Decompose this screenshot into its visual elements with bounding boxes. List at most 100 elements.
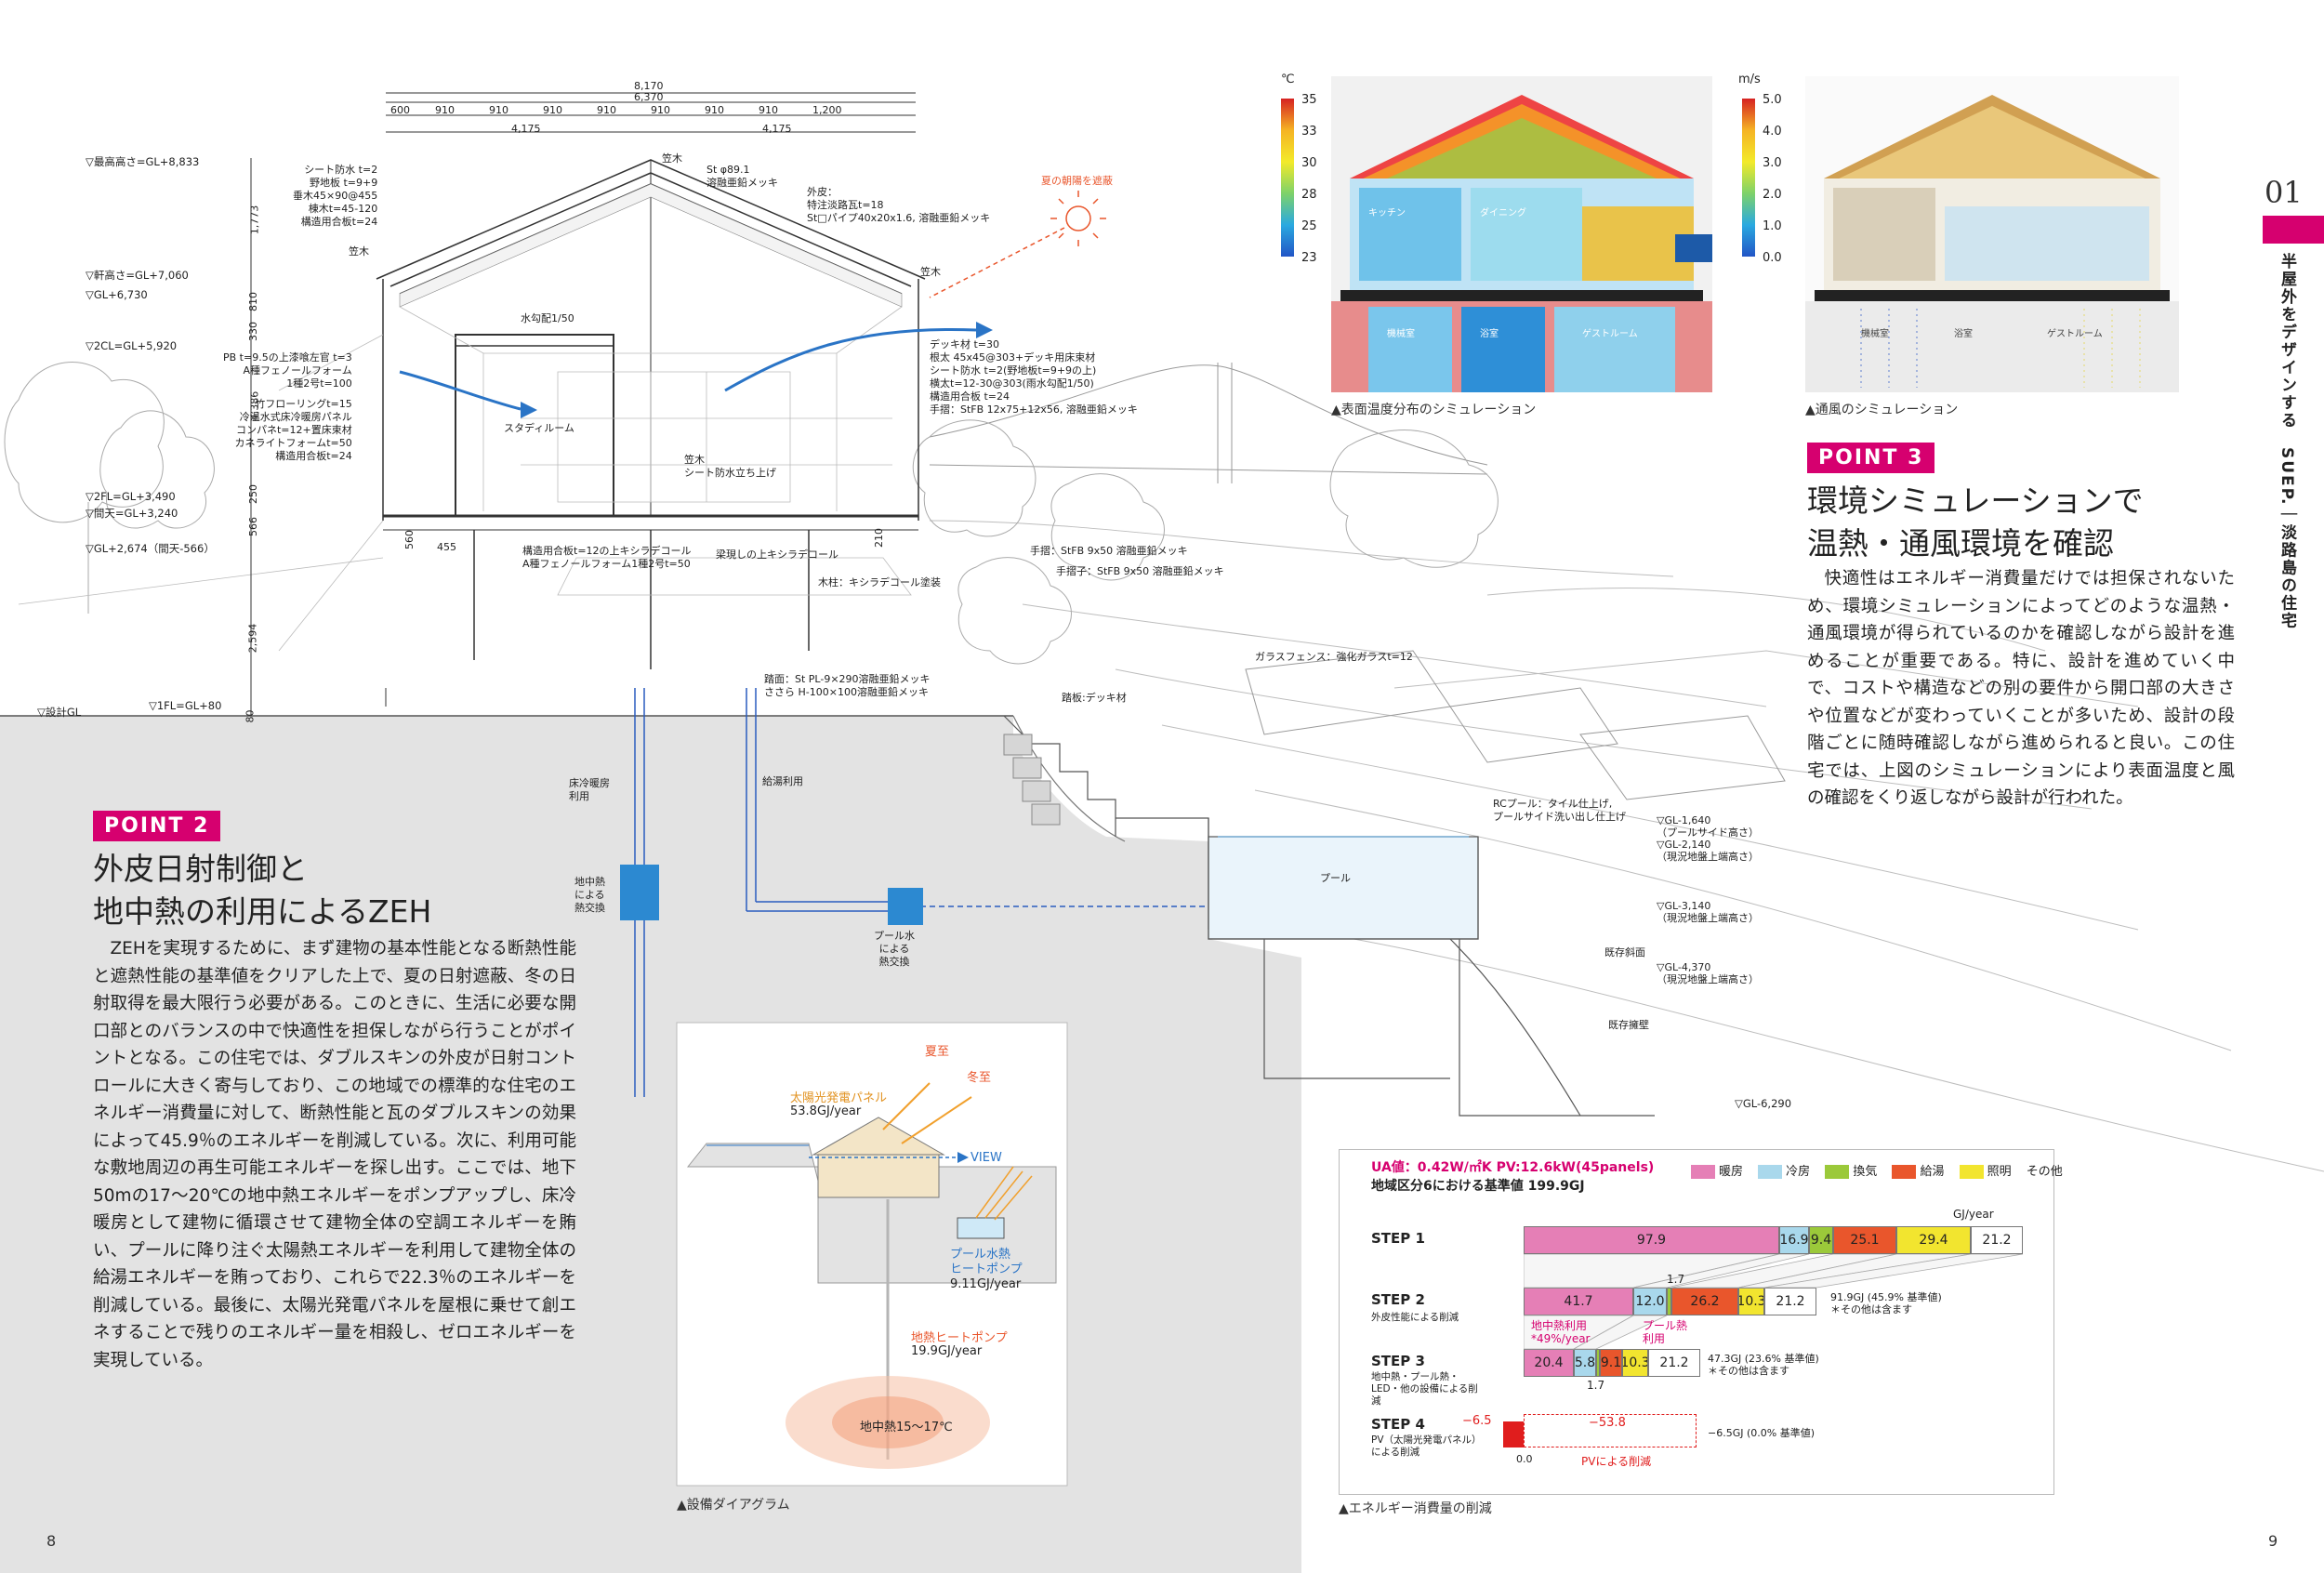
energy-segment: 21.2 <box>1764 1288 1816 1315</box>
pool-label: プール <box>1320 872 1351 884</box>
temp-sim-image: キッチン ダイニング 機械室 浴室 ゲストルーム <box>1331 76 1712 392</box>
step2-title: STEP 2 <box>1371 1291 1425 1308</box>
wind-colorbar <box>1742 99 1755 257</box>
level-mark: ▽2FL=GL+3,490 <box>86 490 176 503</box>
hot-water-label: 給湯利用 <box>762 775 803 787</box>
tread-note: 踏板:デッキ材 <box>1062 692 1127 704</box>
geo-pump-value: 19.9GJ/year <box>911 1344 983 1358</box>
wind-arrows <box>399 327 977 411</box>
deck-spec: デッキ材 t=30 根太 45x45@303+デッキ用床束材 シート防水 t=2… <box>930 338 1138 416</box>
interior-perspective <box>18 306 912 652</box>
dim-half-right: 4,175 <box>762 123 792 135</box>
geo-pump-label: 地熱ヒートポンプ <box>911 1331 1008 1345</box>
energy-segment: 16.9 <box>1779 1226 1809 1254</box>
pool-finish-spec: RCプール：タイル仕上げ, プールサイド洗い出し仕上げ <box>1493 798 1626 823</box>
fence <box>1245 650 1786 800</box>
legend-swatch-lighting <box>1959 1165 1984 1179</box>
wind-tick: 5.0 <box>1763 93 1782 107</box>
energy-segment: 5.8 <box>1574 1349 1596 1377</box>
wind-room-label: 浴室 <box>1954 329 1973 339</box>
pv-label: 太陽光発電パネル <box>790 1091 888 1105</box>
handrail-post-note: 手摺子：StFB 9x50 溶融亜鉛メッキ <box>1056 565 1224 577</box>
step2-note: 91.9GJ (45.9% 基準値) ＊その他は含ます <box>1830 1291 1942 1315</box>
point2-title: 外皮日射制御と 地中熱の利用によるZEH <box>93 851 432 930</box>
legend-swatch-cooling <box>1758 1165 1783 1179</box>
level-mark: ▽最高高さ=GL+8,833 <box>86 155 200 168</box>
geo-exchange-box <box>620 865 659 920</box>
sun-icon <box>929 191 1106 298</box>
trees <box>4 362 1499 665</box>
step-connectors <box>1524 1254 2024 1350</box>
dim-vertical: 810 <box>247 292 259 311</box>
legend-swatch-heating <box>1691 1165 1715 1179</box>
level-mark: ▽2CL=GL+5,920 <box>86 339 178 352</box>
energy-segment: 20.4 <box>1524 1349 1574 1377</box>
rocks <box>1003 734 1061 826</box>
terrain-lines <box>929 520 2324 1172</box>
step3-sub: 地中熱・プール熱・LED・他の設備による削減 <box>1371 1371 1478 1407</box>
temp-room-label: ダイニング <box>1480 208 1526 218</box>
dim-cell: 910 <box>543 104 562 116</box>
step1-title: STEP 1 <box>1371 1230 1425 1247</box>
dim-vertical: 330 <box>247 322 259 341</box>
dim-cell: 910 <box>489 104 508 116</box>
kasagi-sheet-spec: 笠木 シート防水立ち上げ <box>684 454 776 479</box>
level-mark: ▽設計GL <box>37 706 82 719</box>
dim-vertical: 455 <box>437 541 456 553</box>
beam-note: 梁現しの上キシラデコール <box>716 549 838 561</box>
step4-pv-value: −53.8 <box>1589 1416 1626 1430</box>
pipe-spec: St φ89.1 溶融亜鉛メッキ <box>706 164 778 189</box>
dim-cell: 910 <box>597 104 616 116</box>
roof-spec: シート防水 t=2 野地板 t=9+9 垂木45×90@455 棟木t=45-1… <box>293 164 378 228</box>
temp-room-label: ゲストルーム <box>1582 329 1638 339</box>
wind-sim-image: 機械室 浴室 ゲストルーム <box>1805 76 2179 392</box>
step4-sub: PV（太陽光発電パネル）による削減 <box>1371 1434 1482 1458</box>
dim-vertical: 1,773 <box>248 205 261 235</box>
step-spec: 踏面：St PL-9×290溶融亜鉛メッキ ささら H-100×100溶融亜鉛メ… <box>764 673 931 698</box>
energy-segment: 21.2 <box>1971 1226 2023 1254</box>
existing-wall-label: 既存擁壁 <box>1608 1019 1649 1031</box>
energy-segment: 25.1 <box>1833 1226 1896 1254</box>
dim-vertical: 566 <box>247 517 259 536</box>
step4-title: STEP 4 <box>1371 1416 1425 1433</box>
step4-note: −6.5GJ (0.0% 基準値) <box>1708 1427 1816 1439</box>
energy-segment: 29.4 <box>1896 1226 1971 1254</box>
bridge <box>929 363 1488 483</box>
wind-tick: 3.0 <box>1763 156 1782 170</box>
wind-tick: 2.0 <box>1763 188 1782 202</box>
wind-unit: m/s <box>1738 73 1761 86</box>
page-number-left: 8 <box>46 1532 57 1550</box>
winter-solstice: 冬至 <box>967 1071 992 1085</box>
energy-segment: 21.2 <box>1648 1349 1700 1377</box>
dim-vertical: 2,594 <box>246 623 259 654</box>
point3-badge: POINT 3 <box>1807 443 1935 473</box>
summer-solstice: 夏至 <box>925 1045 950 1059</box>
study-room-label: スタディルーム <box>504 422 574 434</box>
energy-segment: 9.1 <box>1600 1349 1622 1377</box>
dim-total: 8,170 <box>634 80 664 92</box>
dim-vertical: 210 <box>873 528 885 548</box>
slope-note: 水勾配1/50 <box>521 312 574 324</box>
dim-cell: 600 <box>390 104 410 116</box>
pool-level-bottom: ▽GL-6,290 <box>1735 1097 1792 1110</box>
energy-header-2: 地域区分6における基準値 199.9GJ <box>1371 1179 1585 1194</box>
point3-title: 環境シミュレーションで 温熱・通風環境を確認 <box>1807 482 2144 562</box>
step3-bar: 20.45.89.110.321.2 <box>1524 1349 1700 1377</box>
existing-slope-label: 既存斜面 <box>1604 946 1645 958</box>
level-mark: ▽1FL=GL+80 <box>149 699 222 712</box>
wind-simulation: m/s 5.0 4.0 3.0 2.0 1.0 0.0 <box>1738 73 2240 417</box>
step2-sub: 外皮性能による削減 <box>1371 1312 1459 1323</box>
legend-swatch-hotwater <box>1892 1165 1917 1179</box>
temp-tick: 35 <box>1301 93 1317 107</box>
dim-cell: 910 <box>435 104 455 116</box>
wind-tick: 1.0 <box>1763 219 1782 233</box>
dim-middle: 6,370 <box>634 91 664 103</box>
point2-body: ZEHを実現するために、まず建物の基本性能となる断熱性能と遮熱性能の基準値をクリ… <box>93 939 576 1370</box>
energy-caption: ▲エネルギー消費量の削減 <box>1339 1501 1492 1516</box>
step3-title: STEP 3 <box>1371 1353 1425 1369</box>
wind-tick: 4.0 <box>1763 125 1782 139</box>
energy-segment: 41.7 <box>1524 1288 1633 1315</box>
dim-cell: 910 <box>759 104 778 116</box>
equipment-caption: ▲設備ダイアグラム <box>677 1498 790 1513</box>
